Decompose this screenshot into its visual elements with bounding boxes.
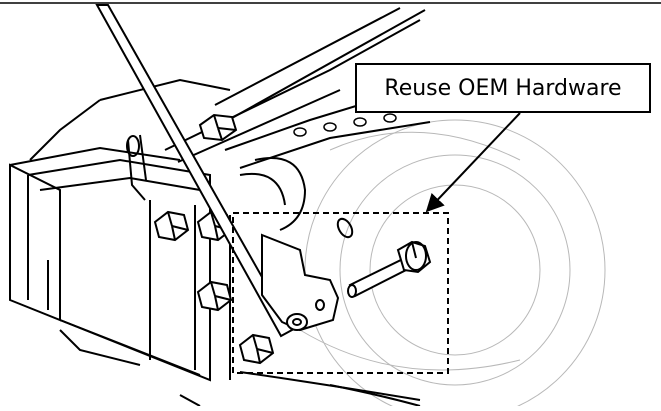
hitch-bracket — [9, 78, 231, 382]
bolt-3 — [196, 280, 233, 312]
lower-frame-curves — [59, 329, 421, 407]
upper-hex-nut — [198, 113, 238, 142]
hardware-highlight-box — [232, 212, 449, 374]
callout-box: Reuse OEM Hardware — [355, 63, 651, 113]
chain-link — [126, 134, 147, 201]
damper-body — [239, 157, 307, 231]
bar-holes — [293, 113, 397, 137]
hub-faint-circles — [299, 119, 606, 411]
frame-slot — [336, 217, 354, 239]
oem-flange-bolt — [347, 240, 432, 298]
callout-arrow — [425, 112, 521, 213]
bolt-1 — [153, 210, 190, 242]
callout-label: Reuse OEM Hardware — [384, 75, 622, 101]
mounting-tab — [261, 233, 340, 332]
bolt-4 — [238, 333, 275, 365]
